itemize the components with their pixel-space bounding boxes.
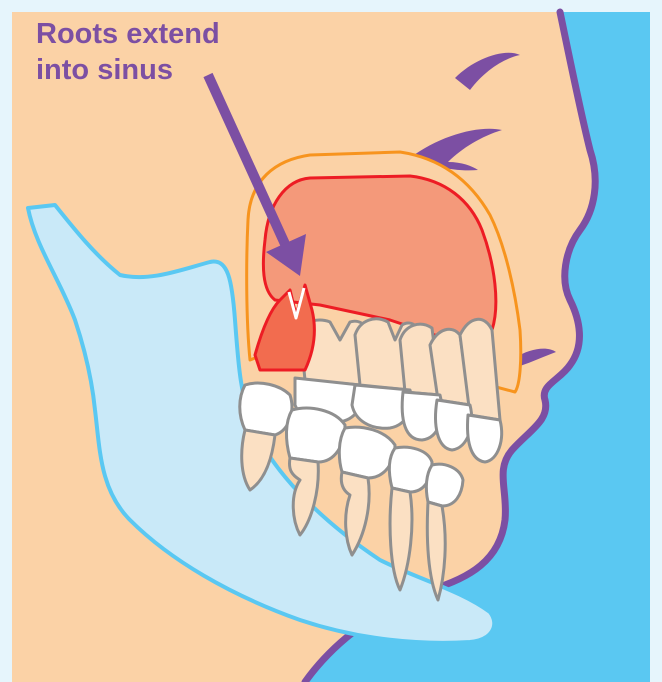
annotation-line-1: Roots extend <box>36 16 220 52</box>
lower-wisdom-crown <box>240 383 292 435</box>
lower-molar-crown <box>286 408 345 462</box>
upper-canine-crown <box>468 415 502 462</box>
annotation-label: Roots extend into sinus <box>36 16 220 88</box>
lower-molar-crown <box>339 427 395 478</box>
annotation-line-2: into sinus <box>36 52 220 88</box>
lower-premolar-crown <box>426 464 463 506</box>
